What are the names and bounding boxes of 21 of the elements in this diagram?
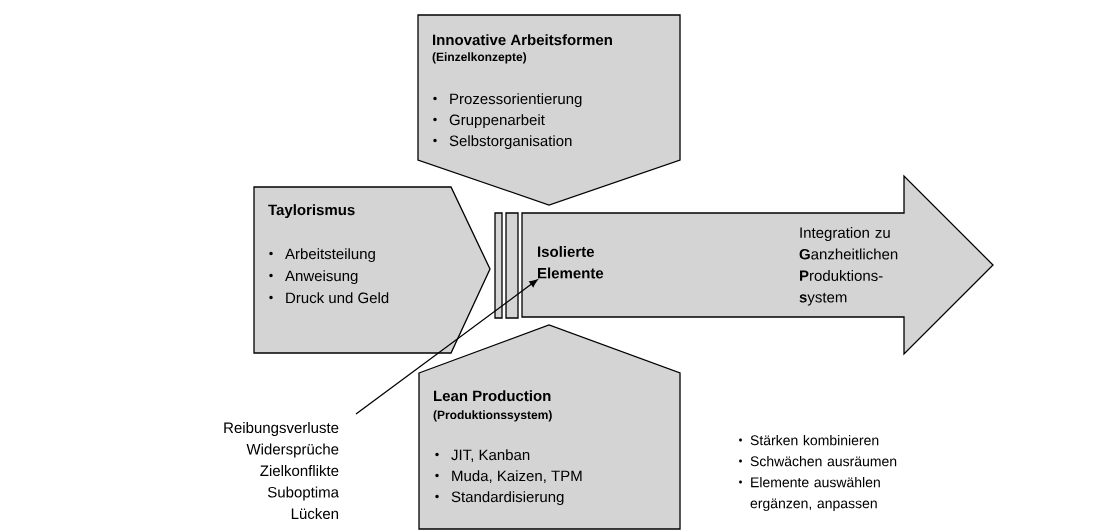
arrow-text: Integration zu Ganzheitlichen Produktions- system [799, 227, 898, 306]
bullet-item: Muda, Kaizen, TPM [435, 470, 582, 483]
box-subheading: (Produktionssystem) [433, 410, 552, 422]
bullet-item: Stärken kombinieren [739, 435, 879, 446]
bullet-item: Selbstorganisation [433, 135, 572, 150]
box-heading: Lean Production [434, 390, 551, 402]
bullet-item: Standardisierung [435, 491, 564, 506]
bullet-item: Elemente auswählen ergänzen, anpassen [739, 477, 880, 512]
bullet-item: Schwächen ausräumen [739, 456, 897, 467]
bullet-item: JIT, Kanban [435, 449, 530, 462]
box-subheading: (Einzelkonzepte) [432, 52, 527, 64]
box-heading: Isolierte Elemente [538, 246, 604, 279]
box-heading: Innovative Arbeitsformen [433, 34, 612, 46]
box-heading: Taylorismus [268, 204, 355, 219]
bullet-item: Gruppenarbeit [433, 114, 545, 129]
bullet-item: Druck und Geld [269, 292, 389, 304]
leader-arrow [355, 279, 538, 415]
bullet-item: Prozessorientierung [433, 93, 582, 108]
bullet-item: Anweisung [269, 270, 358, 285]
note-text: Reibungsverluste Widersprüche Zielkonflikte Suboptima Lücken [224, 422, 339, 519]
bullet-item: Arbeitsteilung [269, 248, 375, 263]
